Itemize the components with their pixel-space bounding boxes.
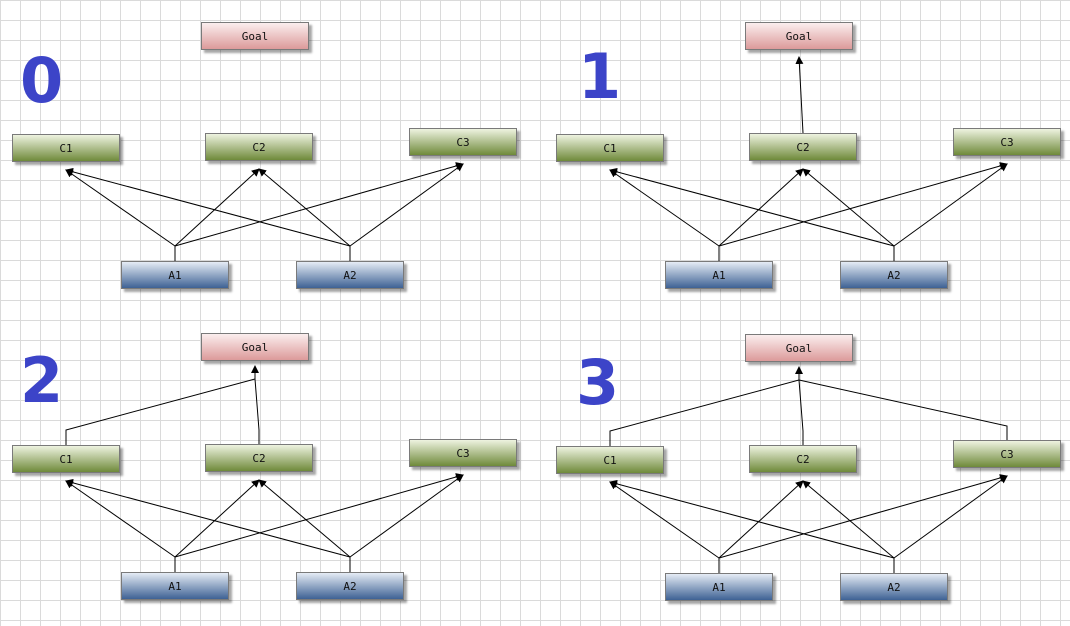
a2-to-c3-line [349, 163, 464, 247]
a2-to-c3-line [349, 474, 464, 558]
alternative-a1-node[interactable]: A1 [121, 572, 229, 600]
c3-to-goal-line [798, 379, 1008, 440]
a2-to-c1-line [65, 167, 351, 247]
criterion-c2-node[interactable]: C2 [205, 444, 313, 472]
step-number: 0 [20, 44, 64, 117]
alternative-a1-node[interactable]: A1 [665, 573, 773, 601]
a2-to-c3-line [893, 475, 1008, 559]
alternative-a2-node[interactable]: A2 [840, 261, 948, 289]
step-number: 3 [576, 346, 620, 419]
criterion-c2-node[interactable]: C2 [749, 445, 857, 473]
c2-to-goal-line [795, 56, 804, 134]
goal-node[interactable]: Goal [201, 22, 309, 50]
a1-to-c1-line [609, 169, 720, 247]
alternative-a2-node[interactable]: A2 [840, 573, 948, 601]
criterion-c3-node[interactable]: C3 [953, 440, 1061, 468]
criterion-c1-node[interactable]: C1 [556, 446, 664, 474]
step-number: 1 [578, 40, 622, 113]
a1-to-c2-line [718, 480, 804, 559]
step-number: 2 [20, 344, 64, 417]
criterion-c1-node[interactable]: C1 [556, 134, 664, 162]
goal-node[interactable]: Goal [201, 333, 309, 361]
alternative-a1-node[interactable]: A1 [665, 261, 773, 289]
a1-to-c2-line [718, 168, 804, 247]
goal-node[interactable]: Goal [745, 334, 853, 362]
criterion-c3-node[interactable]: C3 [409, 128, 517, 156]
a1-to-c1-line [65, 480, 176, 558]
c1-to-goal-line [65, 365, 259, 445]
alternative-a2-node[interactable]: A2 [296, 572, 404, 600]
a2-to-c2-line [258, 479, 351, 558]
a2-to-c1-line [609, 167, 895, 247]
c2-to-goal-line [798, 379, 804, 445]
a2-to-c1-line [65, 478, 351, 558]
alternative-a1-node[interactable]: A1 [121, 261, 229, 289]
a2-to-c2-line [258, 168, 351, 247]
c2-to-goal-line [254, 378, 260, 444]
a2-to-c2-line [802, 480, 895, 559]
a2-to-c1-line [609, 479, 895, 559]
a2-to-c2-line [802, 168, 895, 247]
criterion-c3-node[interactable]: C3 [409, 439, 517, 467]
a2-to-c3-line [893, 163, 1008, 247]
c1-to-goal-line [609, 366, 803, 446]
alternative-a2-node[interactable]: A2 [296, 261, 404, 289]
a1-to-c3-line [174, 162, 464, 247]
criterion-c1-node[interactable]: C1 [12, 134, 120, 162]
a1-to-c3-line [718, 474, 1008, 559]
criterion-c2-node[interactable]: C2 [749, 133, 857, 161]
criterion-c2-node[interactable]: C2 [205, 133, 313, 161]
goal-node[interactable]: Goal [745, 22, 853, 50]
a1-to-c2-line [174, 479, 260, 558]
criterion-c1-node[interactable]: C1 [12, 445, 120, 473]
a1-to-c2-line [174, 168, 260, 247]
a1-to-c3-line [718, 162, 1008, 247]
a1-to-c1-line [609, 481, 720, 559]
a1-to-c1-line [65, 169, 176, 247]
a1-to-c3-line [174, 473, 464, 558]
criterion-c3-node[interactable]: C3 [953, 128, 1061, 156]
